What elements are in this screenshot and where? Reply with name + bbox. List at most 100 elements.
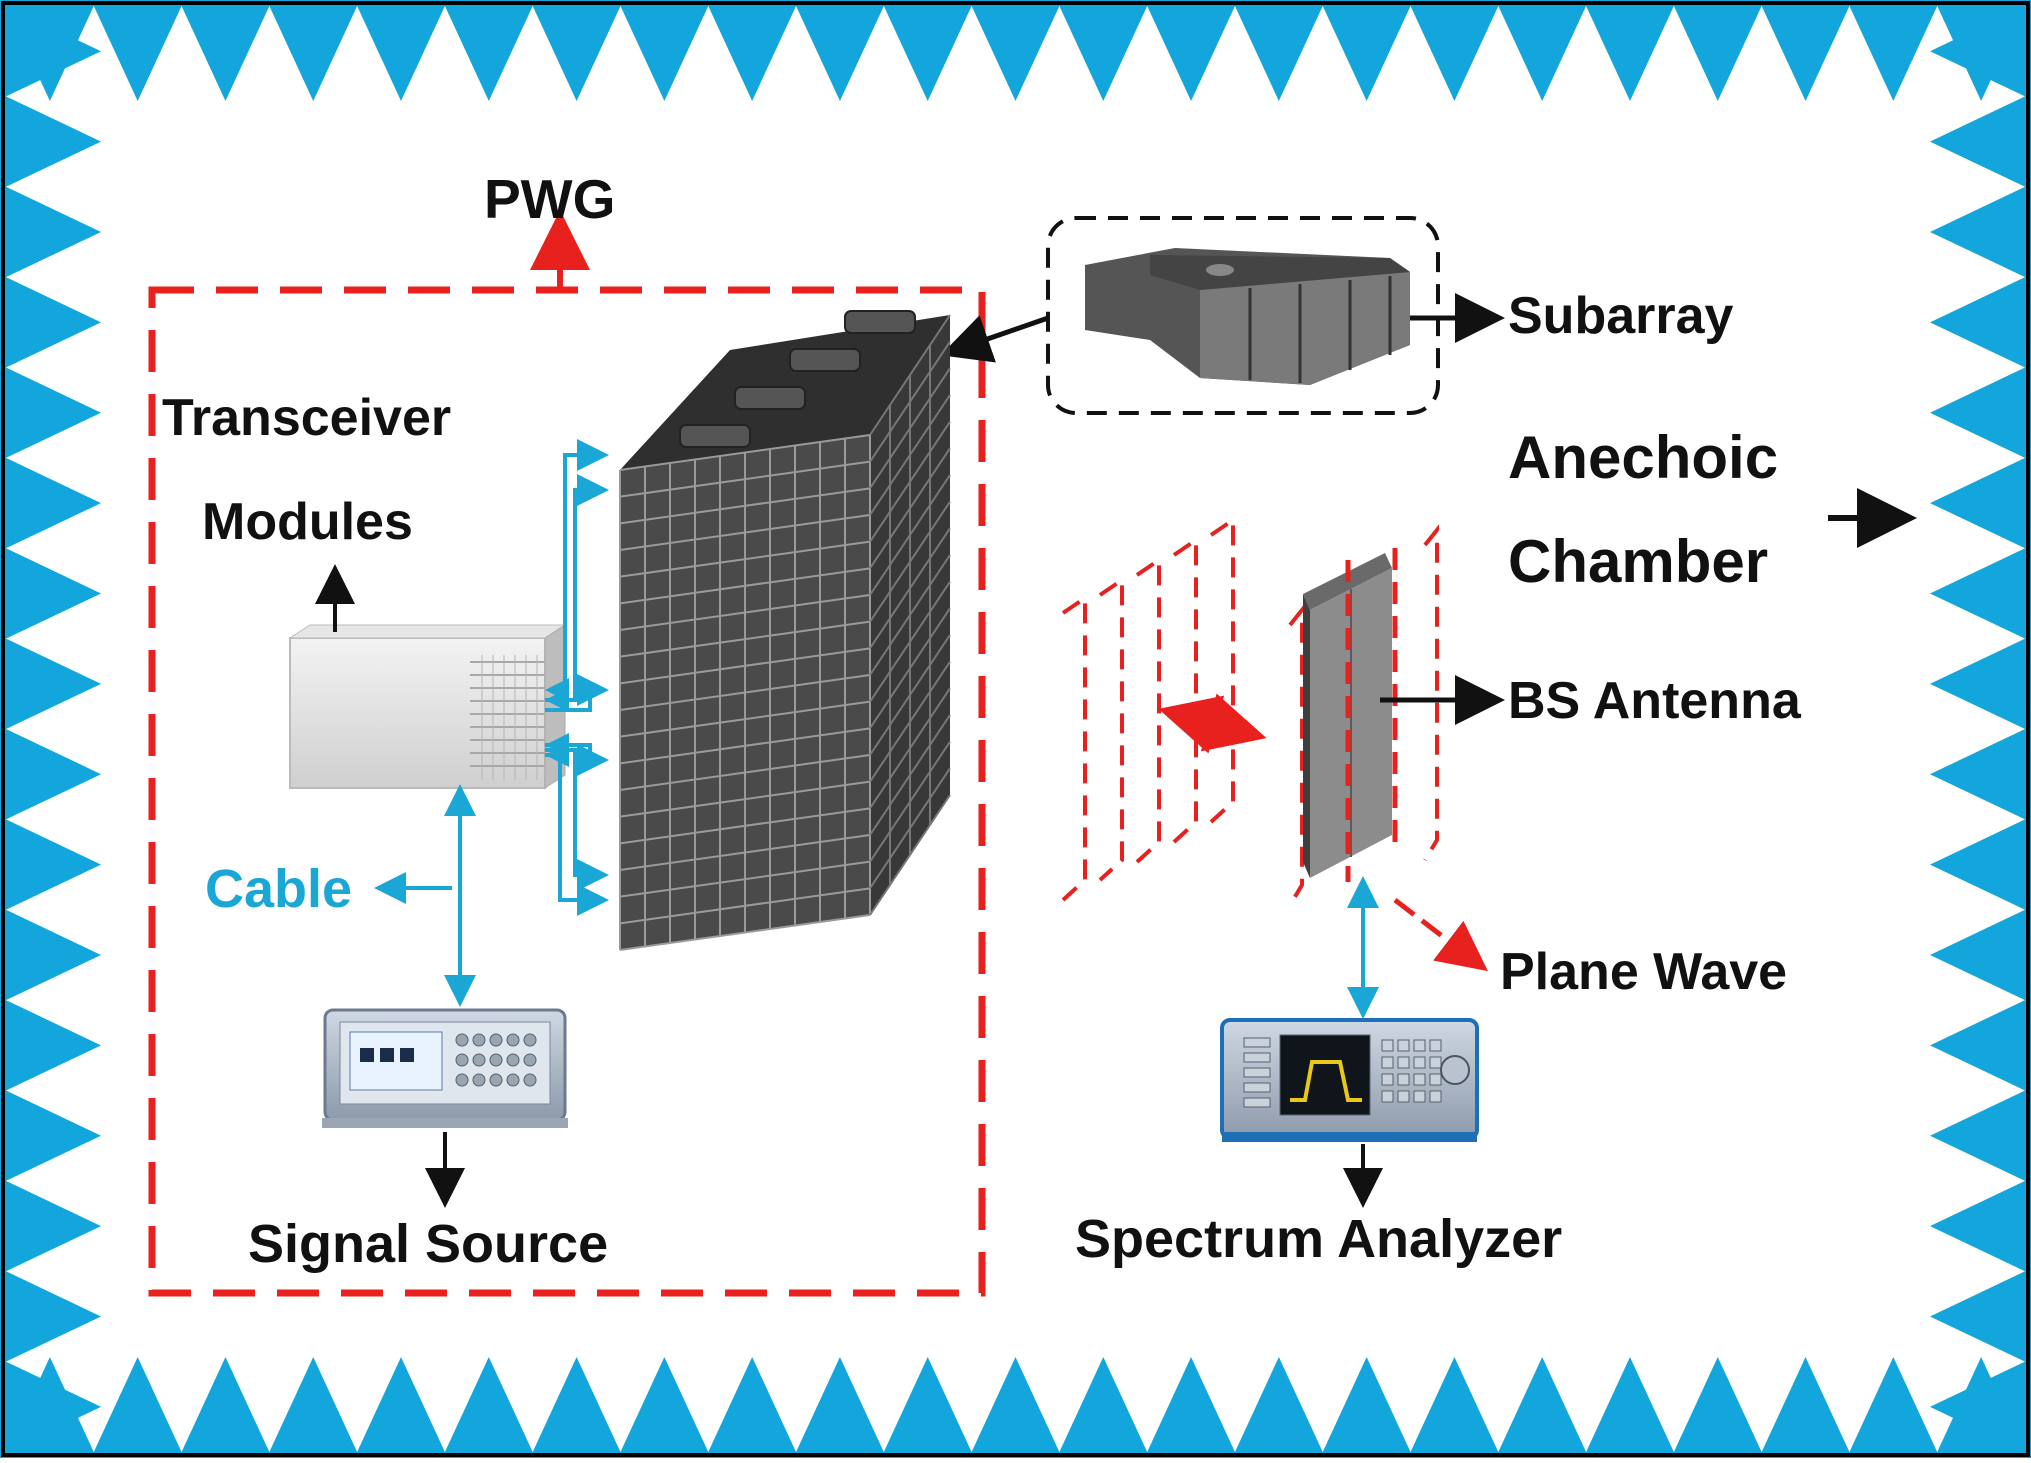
absorber-cone (269, 6, 358, 101)
absorber-cone (93, 1357, 182, 1452)
absorber-cone (1761, 6, 1850, 101)
absorber-cone (1930, 1090, 2025, 1181)
absorber-cone (1322, 6, 1411, 101)
anechoic-label-line2: Chamber (1508, 528, 1769, 595)
absorber-cone (1059, 6, 1148, 101)
absorber-cone (357, 1357, 445, 1452)
absorber-cone (1586, 6, 1674, 101)
antenna-array-model (619, 310, 951, 951)
subarray-model (1085, 248, 1410, 385)
transceiver-label-line1: Transceiver (162, 389, 452, 447)
absorber-cone (6, 1361, 101, 1452)
absorber-cone (532, 6, 621, 101)
absorber-cone (93, 6, 182, 101)
absorber-cone (883, 1357, 972, 1452)
absorber-cone (883, 6, 972, 101)
absorber-cone (620, 1357, 709, 1452)
absorber-cone (620, 6, 709, 101)
absorber-cone (6, 1180, 101, 1272)
wave-front (1172, 536, 1198, 844)
plane-wave-label: Plane Wave (1500, 943, 1788, 1001)
absorber-cone (1410, 6, 1499, 101)
transceiver-label-line2: Modules (202, 493, 413, 551)
absorber-cone (1498, 1357, 1587, 1452)
absorber-cone (708, 1357, 797, 1452)
absorber-cone (1930, 729, 2025, 820)
absorber-cone (1930, 819, 2025, 910)
spectrum-analyzer-instrument (1220, 1018, 1479, 1142)
absorber-cone (1147, 1357, 1235, 1452)
wave-front (1061, 594, 1087, 902)
signal-source-instrument (322, 1008, 568, 1128)
absorber-cone (1930, 1180, 2025, 1272)
absorber-cone (971, 6, 1060, 101)
absorber-cone (1234, 6, 1323, 101)
absorber-cone (6, 6, 101, 97)
pwg-label: PWG (484, 168, 616, 230)
absorber-cone (1059, 1357, 1148, 1452)
bs-antenna-label: BS Antenna (1508, 672, 1801, 730)
absorber-cone (1761, 1357, 1850, 1452)
plane-wave-fronts (1061, 516, 1439, 907)
absorber-cone (1930, 638, 2025, 729)
absorber-cone (1930, 277, 2025, 368)
absorber-cone (796, 6, 884, 101)
subarray-to-array-arrow (940, 315, 1049, 363)
cables (545, 439, 609, 916)
absorber-cone (1498, 6, 1587, 101)
spectrum-analyzer-label: Spectrum Analyzer (1075, 1209, 1563, 1269)
wave-front (1288, 604, 1304, 907)
absorber-cone (357, 6, 445, 101)
absorber-cone (796, 1357, 884, 1452)
absorber-cone (1930, 96, 2025, 187)
absorber-cone (1849, 6, 1938, 101)
absorber-cone (6, 96, 101, 187)
cable-label: Cable (205, 859, 353, 919)
absorber-cone (1930, 548, 2025, 639)
absorber-cone (6, 1000, 101, 1091)
absorber-cone (1930, 909, 2025, 1001)
absorber-cone (6, 367, 101, 458)
absorber-cone (1849, 1357, 1938, 1452)
transceiver-modules-box (288, 624, 567, 789)
absorber-cone (1930, 457, 2025, 549)
absorber-cone (6, 277, 101, 368)
absorber-cone (1930, 6, 2025, 97)
absorber-cone (1673, 6, 1762, 101)
absorber-cone (1147, 6, 1235, 101)
absorber-cone (1586, 1357, 1674, 1452)
absorber-cone (1673, 1357, 1762, 1452)
wave-front (1098, 576, 1124, 882)
anechoic-label-line1: Anechoic (1508, 424, 1779, 491)
absorber-cone (6, 548, 101, 639)
absorber-cone (1322, 1357, 1411, 1452)
absorber-cone (6, 457, 101, 549)
wave-front (1423, 524, 1439, 862)
absorber-cone (971, 1357, 1060, 1452)
absorber-cone (181, 6, 270, 101)
subarray-box-outline (1046, 216, 1440, 415)
absorber-cone (1930, 1271, 2025, 1362)
absorber-cone (6, 909, 101, 1001)
absorber-cone (1234, 1357, 1323, 1452)
signal-source-label: Signal Source (248, 1214, 609, 1274)
absorber-cone (181, 1357, 270, 1452)
plane-wave-arrow (1393, 898, 1488, 972)
absorber-cone (444, 1357, 533, 1452)
absorber-cone (6, 1271, 101, 1362)
absorber-cone (708, 6, 797, 101)
absorber-cone (269, 1357, 358, 1452)
absorber-cone (1410, 1357, 1499, 1452)
absorber-cone (532, 1357, 621, 1452)
subarray-label: Subarray (1508, 287, 1734, 345)
pwg-region-outline (148, 286, 986, 1297)
absorber-cone (6, 729, 101, 820)
bs-antenna-model (1303, 548, 1398, 882)
absorber-cone (1930, 186, 2025, 278)
absorber-cone (6, 1090, 101, 1181)
wave-front (1209, 516, 1235, 824)
plane-wave-double-arrow (1158, 693, 1267, 754)
absorber-cone (6, 638, 101, 729)
